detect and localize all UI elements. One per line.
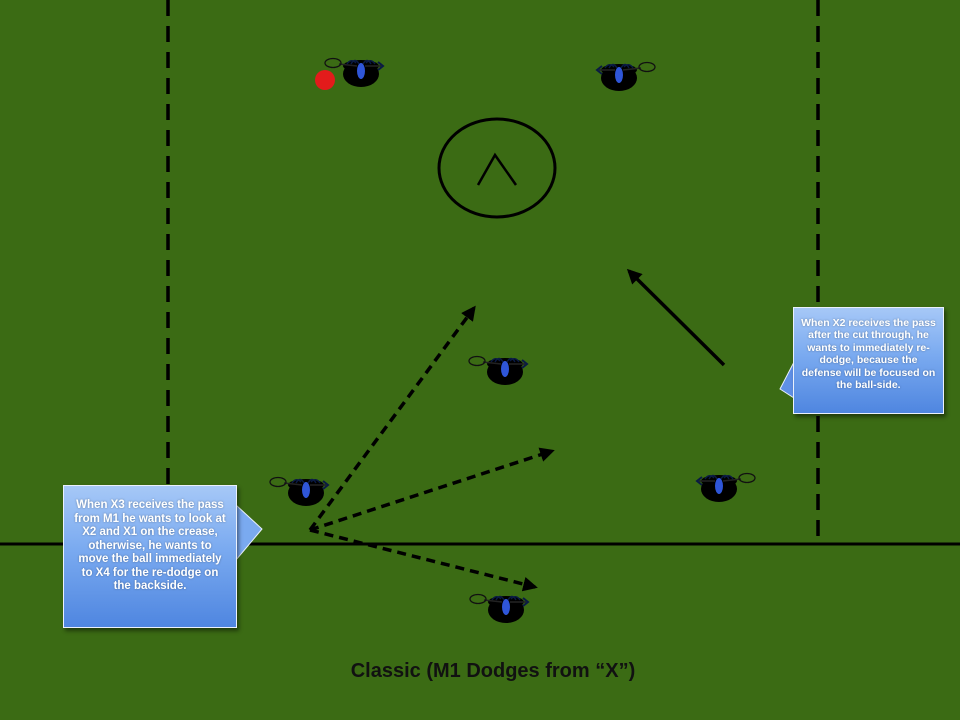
redodge-arrow [626, 268, 726, 367]
goal-crease [437, 117, 557, 219]
pass-arrow-to-x2 [309, 447, 555, 532]
goal-icon [476, 152, 518, 186]
callout-x3-note: When X3 receives the pass from M1 he wan… [63, 485, 237, 628]
pass-arrow-to-x4 [309, 528, 538, 592]
callout-x2-note: When X2 receives the pass after the cut … [793, 307, 944, 414]
pass-arrow-to-crease [308, 305, 476, 532]
diagram-caption: Classic (M1 Dodges from “X”) [350, 660, 636, 682]
ball-icon [315, 70, 335, 90]
